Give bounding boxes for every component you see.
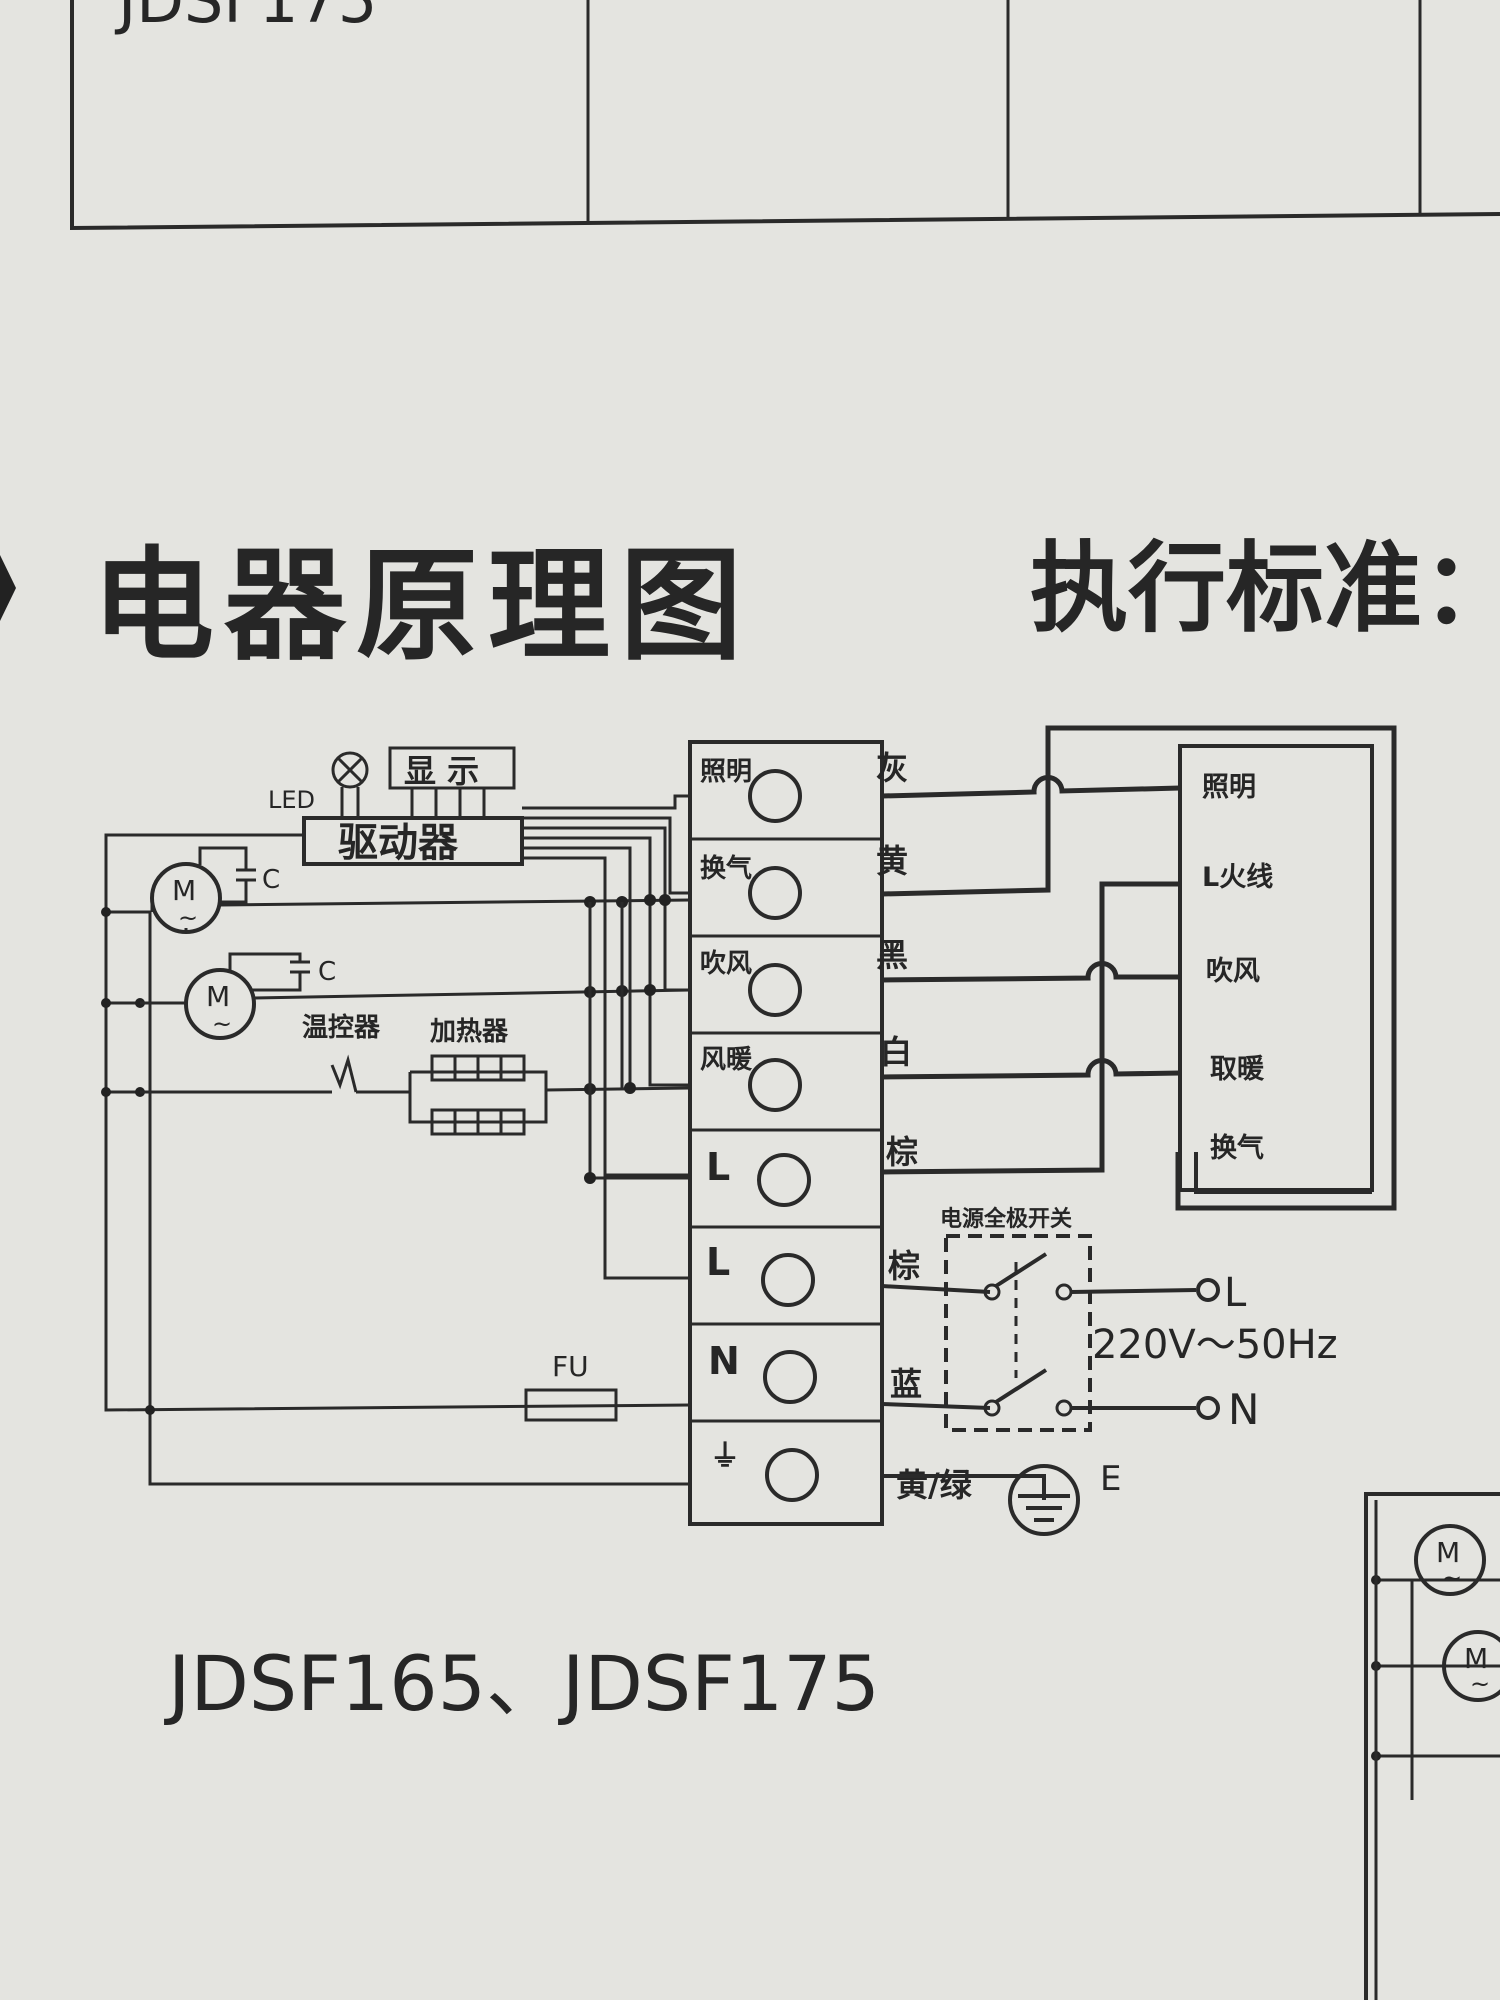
switch-label: 照明 — [1202, 772, 1256, 803]
driver-label: 驱动器 — [338, 820, 459, 866]
fuse-label: FU — [552, 1350, 589, 1383]
standard-label: 执行标准： — [1030, 532, 1500, 646]
svg-text:M: M — [172, 874, 196, 907]
motor-1-icon: M ~ — [150, 862, 222, 934]
junction-dot — [624, 1082, 636, 1094]
junction-dot — [644, 894, 656, 906]
capacitor-1-label: C — [262, 865, 280, 895]
wall-switch: 照明 L火线 吹风 取暖 换气 — [1045, 725, 1397, 1211]
terminal-3: 吹风 — [700, 949, 802, 1017]
terminal-label: 吹风 — [700, 949, 752, 979]
led-lamp-icon — [331, 751, 369, 818]
terminal-label: 照明 — [700, 757, 752, 787]
terminal-2: 换气 — [700, 853, 802, 920]
power-section: 电源全极开关 L N 220V～50Hz E — [881, 1206, 1338, 1536]
power-rating: 220V～50Hz — [1092, 1322, 1338, 1368]
fragment-motor-icon: M ~ — [1414, 1524, 1486, 1596]
svg-text:M: M — [206, 980, 230, 1013]
section-title: 电器原理图 — [92, 535, 752, 677]
display-label: 显 示 — [404, 752, 479, 790]
control-circuit: LED 显 示 驱动器 M ~ — [101, 746, 691, 1486]
terminal-screw-icon — [765, 1448, 819, 1502]
power-neutral-label: N — [1228, 1385, 1259, 1434]
earth-label: E — [1100, 1459, 1121, 1499]
wire-color-label: 棕 — [886, 1133, 918, 1171]
top-table: JDSF175 — [70, 0, 1500, 231]
wire-color-label: 蓝 — [890, 1365, 922, 1403]
terminal-8: ⏚ — [710, 1439, 819, 1502]
junction-dot — [101, 998, 111, 1008]
section-arrow-icon — [0, 555, 16, 621]
junction-dot — [101, 1087, 111, 1097]
motor-2-icon: M ~ — [184, 968, 256, 1040]
svg-text:~: ~ — [1470, 1670, 1490, 1698]
terminal-label: 风暖 — [700, 1045, 753, 1075]
terminal-7: N — [708, 1339, 817, 1404]
terminal-screw-icon — [763, 1350, 817, 1404]
led-label: LED — [268, 786, 315, 814]
junction-dot — [659, 894, 671, 906]
heater-label: 加热器 — [430, 1017, 509, 1047]
junction-dot — [584, 1172, 596, 1184]
terminal-block: 照明 换气 吹风 风暖 L L N ⏚ — [688, 740, 884, 1526]
wire-color-labels: 灰 黄 黑 白 棕 棕 蓝 黄/绿 — [876, 749, 973, 1504]
wire-color-label: 棕 — [888, 1247, 920, 1285]
wire-color-label: 黑 — [876, 936, 908, 974]
power-switch-box — [944, 1234, 1092, 1432]
terminal-label: 换气 — [700, 853, 752, 884]
wire-color-label: 黄/绿 — [896, 1466, 973, 1504]
next-diagram-fragment: M ~ M ~ — [1364, 1492, 1500, 2000]
junction-dot — [644, 984, 656, 996]
display-pins — [410, 788, 486, 818]
terminal-screw-icon — [748, 866, 802, 920]
fragment-motor-icon: M ~ — [1442, 1630, 1500, 1702]
terminal-screw-icon — [757, 1153, 811, 1207]
wire-color-label: 黄 — [876, 842, 908, 880]
display-box — [388, 746, 516, 790]
switch-label: 取暖 — [1210, 1054, 1265, 1085]
svg-text:~: ~ — [1442, 1564, 1462, 1592]
heater-icon — [408, 1054, 548, 1136]
terminal-l-icon — [1196, 1278, 1220, 1302]
terminal-4: 风暖 — [700, 1045, 802, 1112]
switch-label: L火线 — [1202, 862, 1273, 893]
svg-text:~: ~ — [178, 904, 198, 932]
terminal-screw-icon — [761, 1253, 815, 1307]
switch-label: 吹风 — [1206, 956, 1260, 987]
power-switch-title: 电源全极开关 — [940, 1206, 1072, 1232]
wire-color-label: 灰 — [876, 749, 908, 787]
svg-text:M: M — [1464, 1642, 1488, 1675]
top-table-model: JDSF175 — [114, 0, 377, 37]
terminal-label: ⏚ — [710, 1439, 740, 1474]
model-caption: JDSF165、JDSF175 — [164, 1639, 880, 1728]
terminal-label: L — [706, 1145, 730, 1189]
terminal-screw-icon — [748, 1058, 802, 1112]
terminal-label: L — [706, 1240, 730, 1284]
driver-box — [302, 816, 524, 866]
thermostat-icon — [330, 1054, 358, 1093]
terminal-5: L — [706, 1145, 811, 1207]
terminal-n-icon — [1196, 1396, 1220, 1420]
terminal-label: N — [708, 1339, 740, 1383]
wire-color-label: 白 — [880, 1033, 912, 1071]
power-line-label: L — [1224, 1270, 1247, 1316]
thermostat-label: 温控器 — [302, 1013, 381, 1043]
svg-text:~: ~ — [212, 1010, 232, 1038]
fuse-icon — [524, 1388, 618, 1422]
terminal-screw-icon — [748, 963, 802, 1017]
switch-label: 换气 — [1210, 1133, 1264, 1164]
terminal-screw-icon — [748, 769, 802, 823]
svg-text:M: M — [1436, 1536, 1460, 1569]
earth-icon — [1008, 1464, 1080, 1536]
switch-wiring — [881, 775, 1181, 1175]
terminal-6: L — [706, 1240, 815, 1307]
capacitor-2-label: C — [318, 957, 336, 987]
junction-dot — [145, 1405, 155, 1415]
junction-dot — [101, 907, 111, 917]
terminal-1: 照明 — [700, 757, 802, 823]
